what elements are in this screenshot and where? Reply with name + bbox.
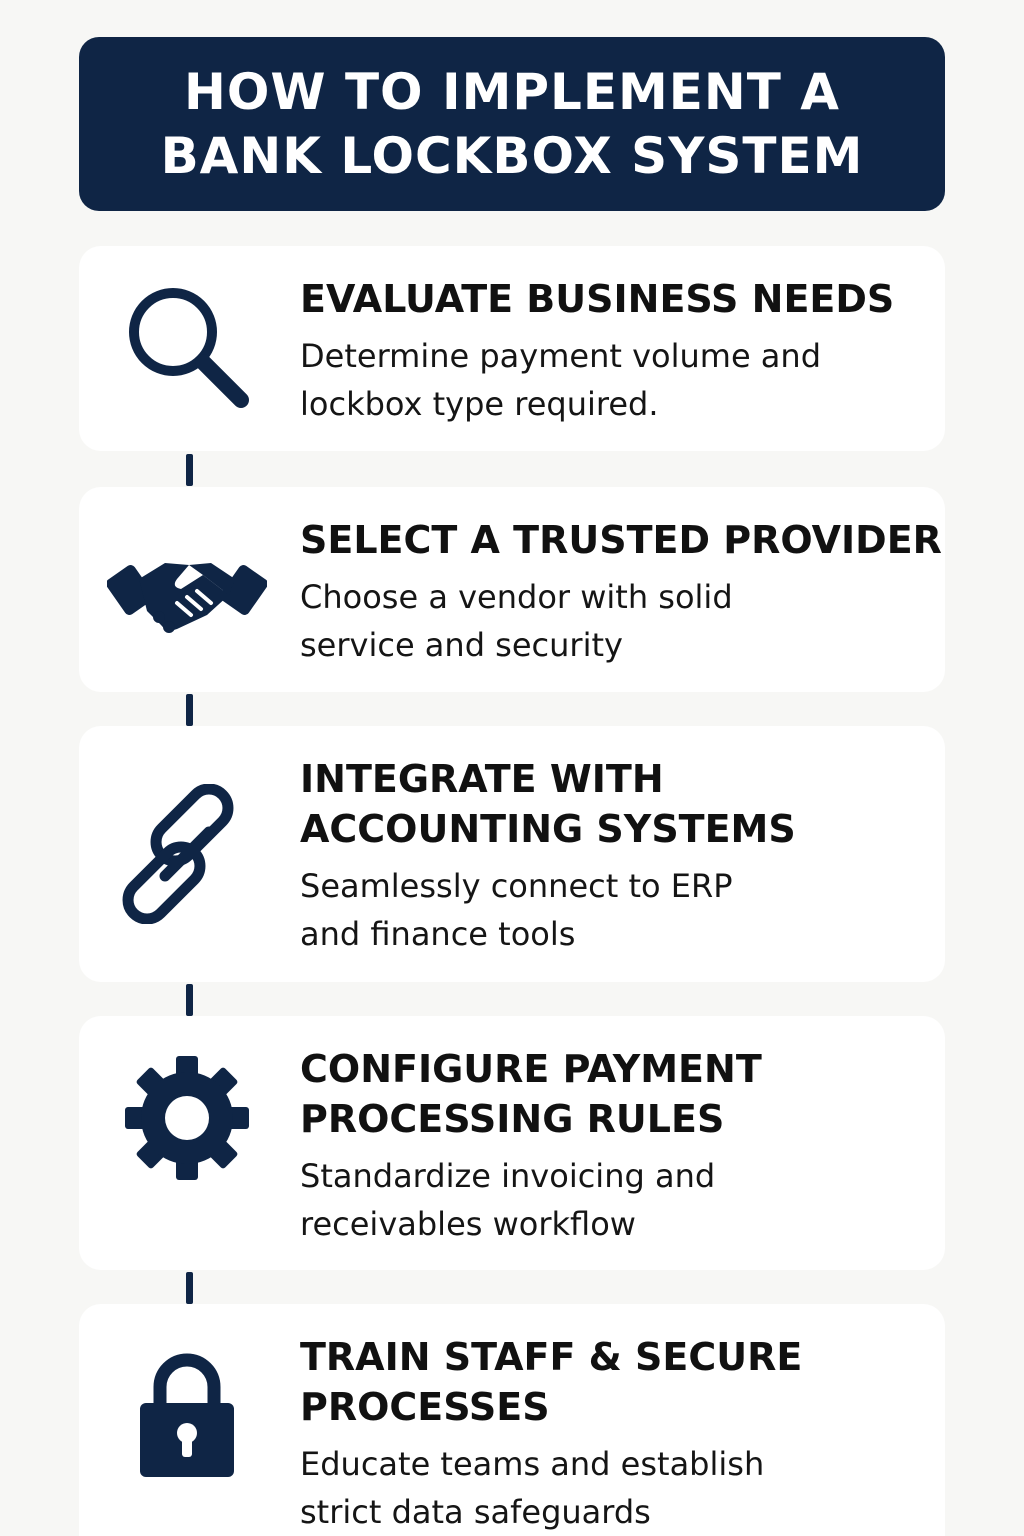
step-title-line: TRAIN STAFF & SECURE xyxy=(300,1335,803,1379)
step-description: Seamlessly connect to ERP and finance to… xyxy=(300,862,937,958)
step-title-line: PROCESSING RULES xyxy=(300,1097,725,1141)
connector-line xyxy=(186,1272,193,1304)
step-title: TRAIN STAFF & SECURE PROCESSES xyxy=(300,1332,937,1432)
step-description-line: strict data safeguards xyxy=(300,1493,651,1531)
connector-line xyxy=(186,984,193,1016)
step-title-line: PROCESSES xyxy=(300,1385,550,1429)
step-text: EVALUATE BUSINESS NEEDS Determine paymen… xyxy=(300,274,937,428)
step-description-line: and finance tools xyxy=(300,915,576,953)
step-title-line: CONFIGURE PAYMENT xyxy=(300,1047,762,1091)
step-card-integrate: INTEGRATE WITH ACCOUNTING SYSTEMS Seamle… xyxy=(79,726,945,982)
step-description-line: lockbox type required. xyxy=(300,385,659,423)
step-title: INTEGRATE WITH ACCOUNTING SYSTEMS xyxy=(300,754,937,854)
handshake-icon xyxy=(107,509,267,669)
step-title-line: INTEGRATE WITH xyxy=(300,757,664,801)
title-line-1: HOW TO IMPLEMENT A xyxy=(184,63,840,121)
step-description-line: Choose a vendor with solid xyxy=(300,578,733,616)
step-description: Educate teams and establish strict data … xyxy=(300,1440,937,1536)
step-card-train: TRAIN STAFF & SECURE PROCESSES Educate t… xyxy=(79,1304,945,1536)
step-description-line: Seamlessly connect to ERP xyxy=(300,867,733,905)
step-text: SELECT A TRUSTED PROVIDER Choose a vendo… xyxy=(300,515,942,669)
step-title: EVALUATE BUSINESS NEEDS xyxy=(300,277,895,321)
chain-link-icon xyxy=(107,774,267,934)
step-description: Determine payment volume and lockbox typ… xyxy=(300,332,937,428)
padlock-icon xyxy=(107,1334,267,1494)
step-title: SELECT A TRUSTED PROVIDER xyxy=(300,518,942,562)
step-title: CONFIGURE PAYMENT PROCESSING RULES xyxy=(300,1044,937,1144)
magnifying-glass-icon xyxy=(107,268,267,428)
step-description: Choose a vendor with solid service and s… xyxy=(300,573,937,669)
step-text: CONFIGURE PAYMENT PROCESSING RULES Stand… xyxy=(300,1044,937,1248)
step-card-evaluate: EVALUATE BUSINESS NEEDS Determine paymen… xyxy=(79,246,945,451)
step-text: INTEGRATE WITH ACCOUNTING SYSTEMS Seamle… xyxy=(300,754,937,958)
step-description-line: Determine payment volume and xyxy=(300,337,821,375)
step-description: Standardize invoicing and receivables wo… xyxy=(300,1152,937,1248)
connector-line xyxy=(186,694,193,726)
step-card-provider: SELECT A TRUSTED PROVIDER Choose a vendo… xyxy=(79,487,945,692)
gear-icon xyxy=(107,1038,267,1198)
step-title-line: ACCOUNTING SYSTEMS xyxy=(300,807,796,851)
step-description-line: Standardize invoicing and xyxy=(300,1157,716,1195)
step-card-configure: CONFIGURE PAYMENT PROCESSING RULES Stand… xyxy=(79,1016,945,1270)
step-description-line: receivables workflow xyxy=(300,1205,636,1243)
step-description-line: service and security xyxy=(300,626,623,664)
connector-line xyxy=(186,454,193,486)
step-text: TRAIN STAFF & SECURE PROCESSES Educate t… xyxy=(300,1332,937,1536)
step-description-line: Educate teams and establish xyxy=(300,1445,765,1483)
title-line-2: BANK LOCKBOX SYSTEM xyxy=(160,127,864,185)
title-banner: HOW TO IMPLEMENT A BANK LOCKBOX SYSTEM xyxy=(79,37,945,211)
